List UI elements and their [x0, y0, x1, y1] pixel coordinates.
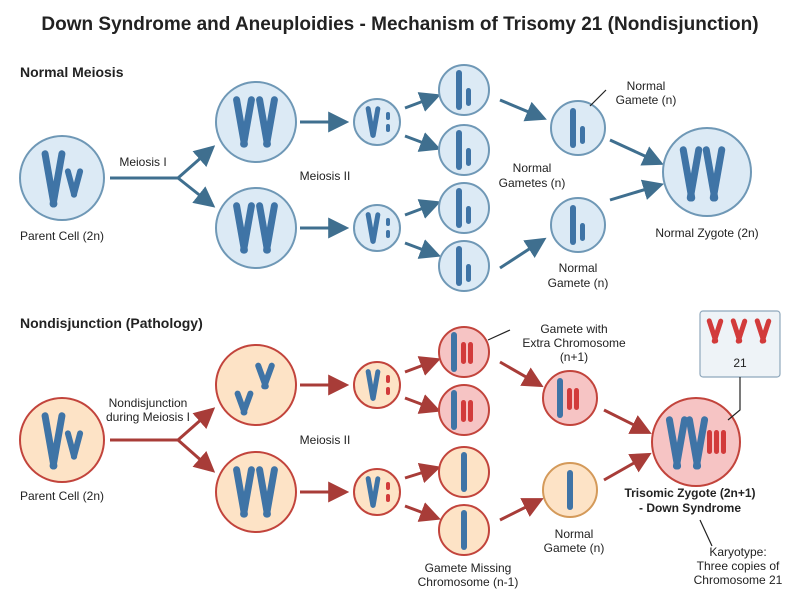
diagram-title: Down Syndrome and Aneuploidies - Mechani…	[41, 14, 758, 35]
karyotype-label-1: Karyotype:	[709, 545, 766, 559]
normal-parent-cell	[19, 135, 105, 221]
chromosome-pair	[41, 150, 84, 208]
normal-m1-cell-bottom	[215, 187, 297, 269]
pathology-normal-gamete-2: Gamete (n)	[544, 541, 605, 555]
normal-gamete-callout-2: Gamete (n)	[616, 93, 677, 107]
nondisjunction-label-2: during Meiosis I	[106, 410, 190, 424]
normal-gamete-lower	[550, 197, 606, 253]
chromosome	[567, 470, 573, 510]
chromosome-pair	[679, 146, 726, 202]
nondisjunction-label-1: Nondisjunction	[109, 396, 188, 410]
normal-arrows	[110, 92, 665, 270]
chromosome	[570, 205, 576, 245]
chromosome-pair	[365, 212, 390, 244]
normal-gamete-lower-2: Gamete (n)	[548, 276, 609, 290]
pathology-parent-label: Parent Cell (2n)	[20, 489, 104, 503]
karyotype-number: 21	[733, 356, 747, 370]
normal-gamete-lower-1: Normal	[559, 261, 598, 275]
pathology-m1-cell-bottom	[215, 451, 297, 533]
callout-line	[487, 329, 511, 341]
pathology-m1-cell-top	[215, 344, 297, 426]
extra-label-1: Gamete with	[540, 322, 607, 336]
pathology-meiosis-ii-label: Meiosis II	[300, 433, 351, 447]
chromosome-pair	[41, 412, 84, 470]
chromosome	[557, 378, 563, 418]
chromosome-pair	[233, 466, 278, 518]
normal-gamete-callout-1: Normal	[627, 79, 666, 93]
chromosome	[580, 223, 585, 241]
chromosome-pair	[665, 416, 726, 470]
nondisjunction-heading: Nondisjunction (Pathology)	[20, 315, 203, 331]
callout-line	[699, 519, 713, 547]
missing-label-1: Gamete Missing	[425, 561, 512, 575]
karyotype-inset: 21	[699, 310, 781, 421]
normal-meiosis-heading: Normal Meiosis	[20, 64, 124, 80]
extra-label-3: (n+1)	[560, 350, 588, 364]
missing-chromosome-gametes	[438, 446, 490, 556]
trisomic-label-1: Trisomic Zygote (2n+1)	[624, 486, 755, 500]
normal-gametes-label-2: Gametes (n)	[499, 176, 566, 190]
chromosome-pair	[365, 476, 390, 508]
chromosome-pair	[234, 362, 275, 416]
meiosis-ii-label: Meiosis II	[300, 169, 351, 183]
chromosome	[580, 126, 585, 144]
normal-gametes-label-1: Normal	[513, 161, 552, 175]
nondisjunction-section: Parent Cell (2n) Nondisjunction during M…	[19, 310, 783, 589]
karyotype-label-3: Chromosome 21	[694, 573, 783, 587]
normal-meiosis-section: Parent Cell (2n) Meiosis I Meiosis II	[19, 64, 759, 292]
pathology-normal-gamete-1: Normal	[555, 527, 594, 541]
chromosome-21-triplet	[706, 318, 772, 344]
extra-chromosome-gametes	[438, 326, 490, 436]
normal-gamete-upper	[550, 100, 606, 156]
chromosome-pair	[365, 106, 390, 138]
normal-parent-label: Parent Cell (2n)	[20, 229, 104, 243]
callout-line	[589, 89, 607, 107]
chromosome	[574, 388, 579, 410]
meiosis-i-label: Meiosis I	[119, 155, 166, 169]
chromosome	[570, 108, 576, 148]
normal-m1-cell-top	[215, 81, 297, 163]
chromosome-pair	[233, 96, 278, 148]
chromosome	[567, 388, 572, 410]
chromosome-pair	[365, 369, 390, 401]
pathology-parent-cell	[19, 397, 105, 483]
chromosome-pair	[233, 202, 278, 254]
normal-zygote-label: Normal Zygote (2n)	[655, 226, 758, 240]
normal-gametes	[438, 64, 490, 292]
missing-label-2: Chromosome (n-1)	[418, 575, 519, 589]
extra-label-2: Extra Chromosome	[522, 336, 626, 350]
pathology-arrows	[110, 356, 652, 522]
karyotype-label-2: Three copies of	[697, 559, 780, 573]
trisomic-label-2: - Down Syndrome	[639, 501, 741, 515]
